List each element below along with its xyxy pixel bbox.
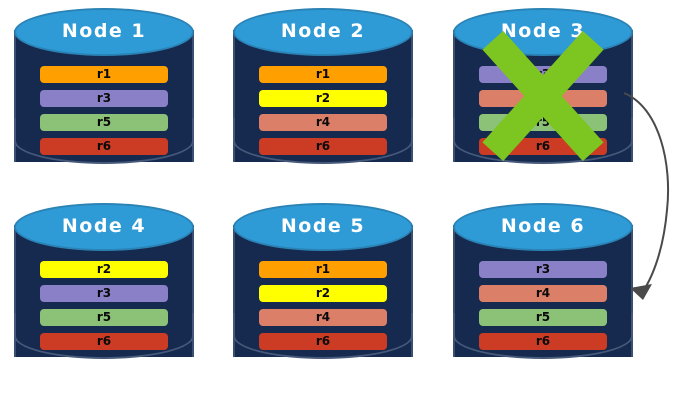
record-bar[interactable]: r4 xyxy=(479,285,607,302)
node-title: Node 6 xyxy=(500,215,586,237)
record-list: r1 r2 r4 r6 xyxy=(259,261,387,350)
record-bar[interactable]: r5 xyxy=(479,309,607,326)
record-bar[interactable]: r6 xyxy=(259,138,387,155)
record-list: r3 r4 r5 r6 xyxy=(479,261,607,350)
node-title: Node 4 xyxy=(61,215,147,237)
node-failure-cross-icon xyxy=(477,26,609,166)
record-bar[interactable]: r5 xyxy=(40,309,168,326)
node-title: Node 1 xyxy=(61,20,147,42)
cylinder-top xyxy=(14,203,194,251)
record-bar[interactable]: r5 xyxy=(40,114,168,131)
record-bar[interactable]: r3 xyxy=(40,90,168,107)
record-bar[interactable]: r6 xyxy=(479,333,607,350)
record-bar[interactable]: r1 xyxy=(259,261,387,278)
node-title: Node 5 xyxy=(280,215,366,237)
record-bar[interactable]: r1 xyxy=(40,66,168,83)
node-title: Node 3 xyxy=(500,20,586,42)
record-bar[interactable]: r3 xyxy=(479,261,607,278)
cylinder-top xyxy=(453,203,633,251)
record-bar[interactable]: r1 xyxy=(259,66,387,83)
record-bar[interactable]: r2 xyxy=(40,261,168,278)
node-3[interactable]: Node 3 r3 r4 r5 r6 xyxy=(453,8,633,184)
cylinder-top xyxy=(233,8,413,56)
record-bar[interactable]: r2 xyxy=(259,285,387,302)
record-bar[interactable]: r2 xyxy=(259,90,387,107)
record-list: r1 r2 r4 r6 xyxy=(259,66,387,155)
record-list: r1 r3 r5 r6 xyxy=(40,66,168,155)
record-bar[interactable]: r6 xyxy=(259,333,387,350)
record-bar[interactable]: r3 xyxy=(40,285,168,302)
node-title: Node 2 xyxy=(280,20,366,42)
node-6[interactable]: Node 6 r3 r4 r5 r6 xyxy=(453,203,633,379)
node-2[interactable]: Node 2 r1 r2 r4 r6 xyxy=(233,8,413,184)
cylinder-top xyxy=(233,203,413,251)
node-4[interactable]: Node 4 r2 r3 r5 r6 xyxy=(14,203,194,379)
node-5[interactable]: Node 5 r1 r2 r4 r6 xyxy=(233,203,413,379)
arrow-head xyxy=(630,284,652,300)
record-bar[interactable]: r6 xyxy=(40,333,168,350)
record-bar[interactable]: r4 xyxy=(259,309,387,326)
record-bar[interactable]: r6 xyxy=(40,138,168,155)
node-1[interactable]: Node 1 r1 r3 r5 r6 xyxy=(14,8,194,184)
record-list: r2 r3 r5 r6 xyxy=(40,261,168,350)
record-bar[interactable]: r4 xyxy=(259,114,387,131)
cylinder-top xyxy=(14,8,194,56)
